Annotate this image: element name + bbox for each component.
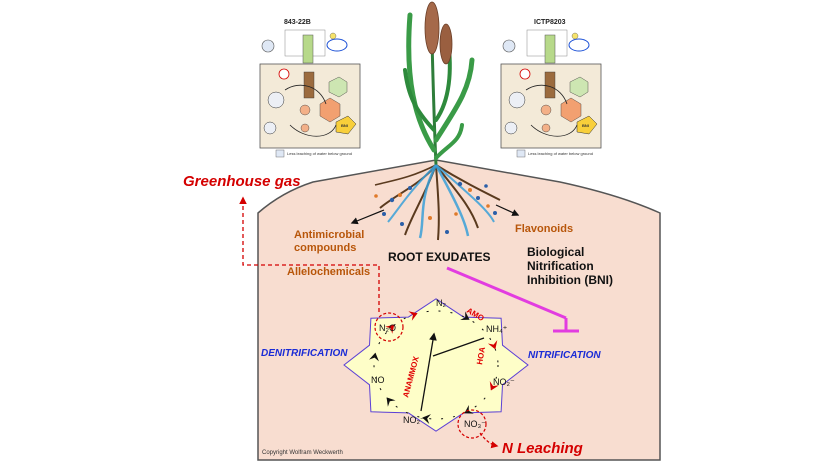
- cycle-arrow-icon: [386, 397, 396, 407]
- cycle-arrow-icon: [408, 311, 418, 321]
- copyright-text: Copyright Wolfram Weckwerth: [262, 450, 343, 456]
- species-no2-bottom: NO₂⁻: [403, 415, 425, 425]
- species-no3: NO₃⁻: [464, 419, 486, 429]
- cycle-arrow-icon: [369, 352, 379, 362]
- thumbnail-843-22b: 843-22B BNI Less leaching of water below…: [259, 19, 361, 158]
- sun-icon: [571, 32, 579, 40]
- bni-badge: BNI: [341, 123, 348, 128]
- n-leaching-label: N Leaching: [502, 440, 583, 457]
- shoot-box: [302, 34, 314, 64]
- species-nh4: NH₄⁺: [486, 324, 508, 334]
- shoot-box: [544, 34, 556, 64]
- greenhouse-gas-label: Greenhouse gas: [183, 173, 301, 190]
- anammox-line: [420, 332, 437, 412]
- antimicrobial-label-line1: Antimicrobial: [294, 229, 364, 241]
- plant-illustration: [374, 1, 501, 241]
- cycle-icon: [568, 38, 590, 52]
- sun-icon: [329, 32, 337, 40]
- bni-label-line2: Nitrification: [527, 259, 594, 273]
- species-no2-right: NO₂⁻: [493, 377, 515, 387]
- leaching-arrow: [479, 432, 499, 449]
- thumbnail-ictp8203: ICTP8203 BNI Less leaching of water belo…: [500, 19, 602, 158]
- bni-inhibition-line: [446, 266, 579, 333]
- arrow-to-flavonoids: [495, 204, 520, 216]
- cycle-arrow-icon: [489, 381, 499, 391]
- leaching-note: Less leaching of water below ground: [528, 151, 593, 156]
- nitrification-label: NITRIFICATION: [528, 350, 601, 361]
- leaching-note: Less leaching of water below ground: [287, 151, 352, 156]
- thumbnail-title: 843-22B: [284, 19, 311, 26]
- water-icon: [261, 39, 275, 53]
- antimicrobial-label-line2: compounds: [294, 242, 356, 254]
- species-no: NO: [371, 375, 385, 385]
- cycle-arrow-icon: [487, 340, 498, 350]
- cycle-arrow-icon: [422, 414, 431, 424]
- seed-head: [439, 23, 453, 65]
- species-n2o: N₂O: [379, 323, 396, 333]
- denitrification-label: DENITRIFICATION: [261, 348, 348, 359]
- no3-highlight-circle: [457, 409, 487, 439]
- enzyme-hoa: HOA: [475, 346, 487, 365]
- bni-label-line1: Biological: [527, 245, 584, 259]
- n2o-highlight-circle: [374, 312, 404, 342]
- thumbnail-title: ICTP8203: [534, 19, 566, 26]
- allelochemicals-label: Allelochemicals: [287, 266, 370, 278]
- bni-badge: BNI: [582, 123, 589, 128]
- cycle-arrow-icon: [460, 311, 470, 321]
- nitrogen-cycle-star: [343, 298, 529, 432]
- species-n2: N₂: [436, 298, 446, 308]
- arrow-to-antimicrobial: [350, 209, 385, 225]
- cycle-icon: [326, 38, 348, 52]
- soil-region: [257, 159, 661, 461]
- cycle-arrow-icon: [385, 324, 395, 334]
- flavonoids-label: Flavonoids: [515, 223, 573, 235]
- greenhouse-gas-path: [239, 196, 380, 312]
- cycle-ring: [373, 310, 499, 420]
- bni-label-line3: Inhibition (BNI): [527, 273, 613, 287]
- seed-head: [424, 1, 440, 55]
- water-icon: [502, 39, 516, 53]
- anammox-line: [432, 337, 485, 357]
- root-exudates-label: ROOT EXUDATES: [388, 250, 490, 264]
